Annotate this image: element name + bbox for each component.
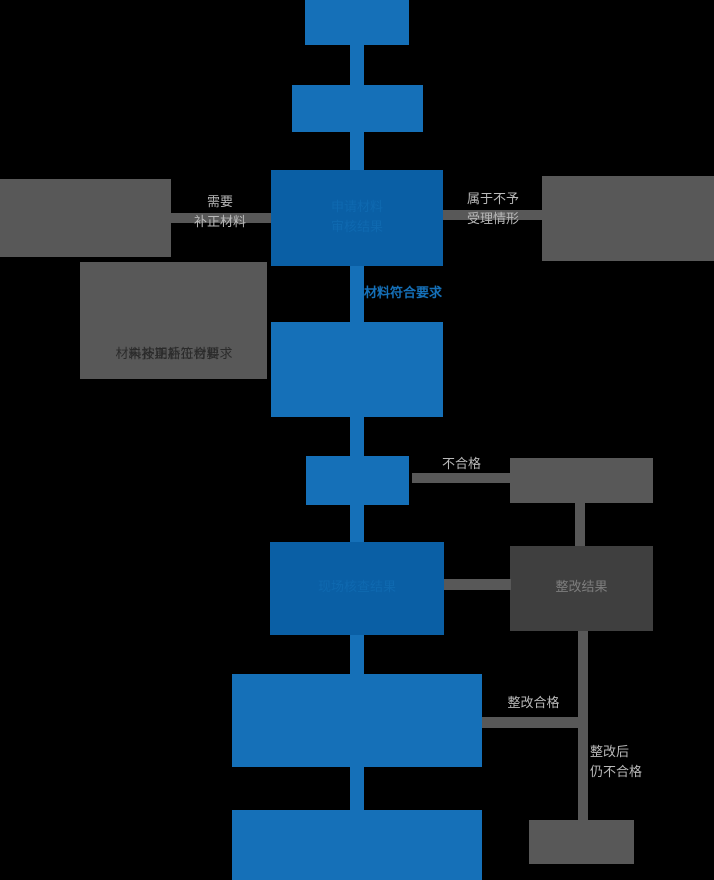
connector-accept-to-onsite <box>350 417 364 456</box>
node-onsite-check[interactable] <box>306 456 409 505</box>
edge-label-supplemented-ok: 材料补正后符合要求 <box>115 347 233 362</box>
edge-label-need-supplement: 需要 补正材料 <box>193 195 246 231</box>
connector-onsite-to-result <box>350 505 364 542</box>
node-onsite-check-result[interactable]: 现场核查结果 <box>270 542 444 635</box>
node-supplement-material[interactable] <box>0 179 171 257</box>
node-supplement-outcome[interactable]: 材料补正后符合要求 <box>80 262 267 379</box>
connector-notice-to-rectification-result <box>575 503 585 546</box>
edge-label-unqualified: 不合格 <box>441 457 481 472</box>
edge-label-overlap-group: 材料补正后符合要求 未按期补正材料 <box>81 343 267 363</box>
connector-review-to-accept <box>350 266 364 322</box>
edge-label-rectify-fail: 整改后 仍不合格 <box>590 745 643 781</box>
connector-review-to-notaccept <box>443 210 542 220</box>
node-reject-result[interactable] <box>529 820 634 864</box>
node-step-2[interactable] <box>292 85 423 132</box>
edge-label-overdue-supplement: 未按期补正材料 <box>128 347 220 362</box>
node-rectification-result[interactable]: 整改结果 <box>510 546 653 631</box>
node-rectification-notice[interactable] <box>510 458 653 503</box>
node-issue-certificate[interactable] <box>232 810 482 880</box>
connector-result-to-rectification <box>444 579 511 590</box>
connector-start-to-step2 <box>350 45 364 85</box>
connector-rectification-fail <box>578 631 588 820</box>
node-not-accepted[interactable] <box>542 176 714 261</box>
edge-label-material-ok: 材料符合要求 <box>364 286 443 301</box>
node-start[interactable] <box>305 0 409 45</box>
connector-rectification-pass <box>482 717 583 728</box>
connector-review-to-supplement <box>171 213 271 223</box>
connector-onsite-to-rectification-notice <box>412 473 511 483</box>
node-approval-decision[interactable] <box>232 674 482 767</box>
node-accept-case[interactable] <box>271 322 443 417</box>
connector-result-to-decision <box>350 635 364 674</box>
connector-step2-to-review <box>350 132 364 170</box>
node-application-review-result[interactable]: 申请材料 审核结果 <box>271 170 443 266</box>
connector-decision-to-certificate <box>350 767 364 810</box>
edge-label-rectify-pass: 整改合格 <box>507 696 560 711</box>
edge-label-not-accepted: 属于不予 受理情形 <box>466 192 519 228</box>
